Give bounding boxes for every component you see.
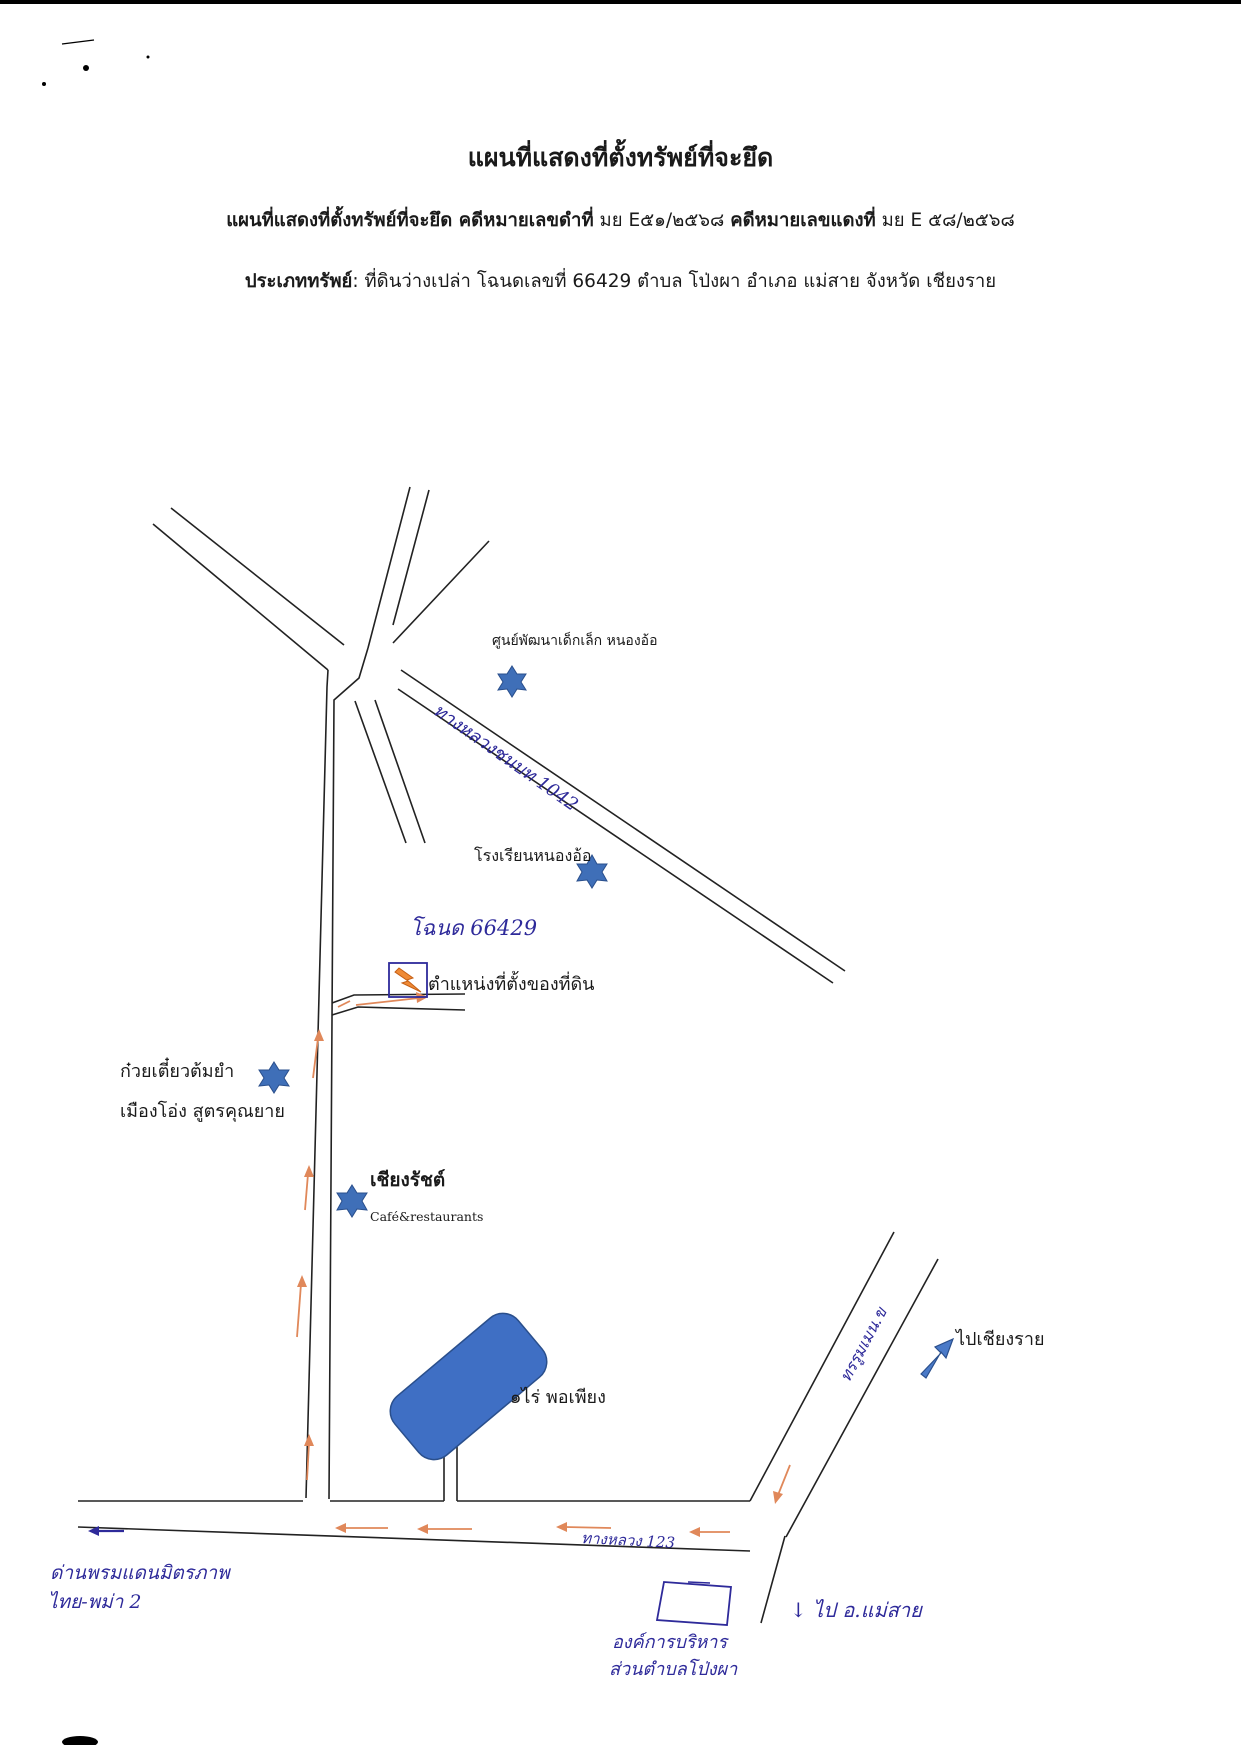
road-1042-lower	[397, 688, 834, 984]
landmark-stars	[258, 665, 608, 1218]
star-icon	[576, 853, 608, 889]
route-arrow-head	[297, 1275, 307, 1287]
label-highway-1042: ทางหลวงชนบท 1042	[429, 700, 582, 816]
property-type-label: ประเภททรัพย์	[244, 271, 353, 292]
red-case-number: มย E ๕๘/๒๕๖๘	[881, 210, 1015, 231]
black-case-number: มย E๕๑/๒๕๖๘	[599, 210, 725, 231]
label-noodle-1: ก๋วยเตี๋ยวต้มยำ	[120, 1057, 234, 1082]
route-arrow	[296, 1283, 302, 1338]
star-icon	[258, 1061, 290, 1094]
route-arrow	[355, 997, 420, 1006]
star-icon	[336, 1184, 368, 1218]
route-arrow-head	[304, 1434, 314, 1446]
label-land-position: ตำแหน่งที่ตั้งของที่ดิน	[428, 971, 594, 995]
road-right-left	[749, 1231, 895, 1502]
lightning-icon	[394, 967, 422, 993]
case-subtitle: แผนที่แสดงที่ตั้งทรัพย์ที่จะยึด คดีหมายเ…	[0, 206, 1241, 235]
label-sao-1: องค์การบริหาร	[612, 1632, 729, 1653]
route-arrow-head	[304, 1165, 314, 1177]
roads	[77, 486, 939, 1624]
driveway-lower	[331, 1006, 466, 1016]
land-plot-box	[388, 962, 428, 998]
farm-area	[389, 1312, 548, 1461]
road-south	[760, 1535, 786, 1624]
sao-building	[655, 1581, 732, 1626]
driveway-upper	[331, 993, 466, 1004]
route-arrow-head	[335, 1523, 346, 1533]
route-arrow	[306, 1442, 310, 1481]
road-1042-upper	[400, 669, 846, 972]
scan-dot	[42, 82, 46, 86]
road-branch-left	[354, 700, 407, 844]
label-border-2: ไทย-พม่า 2	[48, 1590, 141, 1613]
label-to-maesai: ↓ ไป อ.แม่สาย	[790, 1598, 923, 1622]
label-right-road: ทรรูมเมน.ข	[836, 1303, 892, 1385]
route-arrow	[337, 1000, 351, 1008]
route-arrow-head	[417, 1524, 428, 1534]
label-sao-2: ส่วนตำบลโป่งผา	[609, 1658, 738, 1680]
label-child-center: ศูนย์พัฒนาเด็กเล็ก หนองอ้อ	[492, 631, 657, 649]
label-to-chiangrai: ไปเชียงราย	[954, 1328, 1045, 1350]
label-border-1: ด่านพรมแดนมิตรภาพ	[50, 1562, 231, 1584]
scan-dot	[146, 55, 150, 59]
route-arrow-head	[314, 1029, 324, 1041]
road-nw-outer	[170, 507, 345, 646]
route-arrow	[312, 1037, 319, 1079]
road-main-right	[328, 647, 369, 1500]
label-deed-number: โฉนด 66429	[410, 916, 537, 940]
route-arrow	[777, 1464, 791, 1496]
road-n-right	[392, 489, 430, 626]
scan-border	[0, 0, 1241, 4]
route-arrow-head	[773, 1491, 783, 1504]
road-main-left	[305, 669, 329, 1499]
road-branch-right	[374, 699, 426, 844]
property-type-value: : ที่ดินว่างเปล่า โฉนดเลขที่ 66429 ตำบล …	[352, 271, 997, 292]
route-arrow-head	[689, 1527, 700, 1537]
label-cafe-type: Café&restaurants	[370, 1209, 483, 1224]
page-title: แผนที่แสดงที่ตั้งทรัพย์ที่จะยึด	[467, 143, 774, 172]
sao-building-line	[687, 1581, 711, 1584]
land-position-marker	[388, 962, 428, 998]
to-chiangrai-arrow-icon	[920, 1337, 955, 1379]
subtitle-label-red: คดีหมายเลขแดงที่	[730, 210, 876, 231]
road-n-left	[367, 486, 411, 649]
subtitle-label-black: แผนที่แสดงที่ตั้งทรัพย์ที่จะยึด คดีหมายเ…	[226, 210, 594, 231]
scan-dot	[62, 1736, 98, 1745]
star-icon	[497, 665, 527, 698]
border-arrow-icon	[88, 1526, 124, 1536]
road-right-right	[785, 1258, 939, 1538]
scan-scratch	[61, 39, 95, 45]
route-arrow	[564, 1526, 612, 1529]
road-nw-inner	[152, 523, 329, 671]
property-type: ประเภททรัพย์: ที่ดินว่างเปล่า โฉนดเลขที่…	[0, 267, 1241, 296]
route-arrow-head	[556, 1522, 567, 1532]
label-farm: ๑ไร่ พอเพียง	[510, 1386, 606, 1408]
label-cafe-name: เชียงรัชต์	[370, 1169, 445, 1191]
label-noodle-2: เมืองโอ่ง สูตรคุณยาย	[120, 1100, 285, 1122]
route-arrows	[296, 992, 791, 1537]
route-arrow	[304, 1173, 309, 1211]
label-school: โรงเรียนหนองอ้อ	[474, 846, 592, 865]
road-ne	[392, 540, 490, 644]
scan-dot	[83, 65, 89, 71]
road-123-lower	[77, 1526, 751, 1552]
label-highway-123: ทางหลวง 123	[581, 1529, 676, 1552]
